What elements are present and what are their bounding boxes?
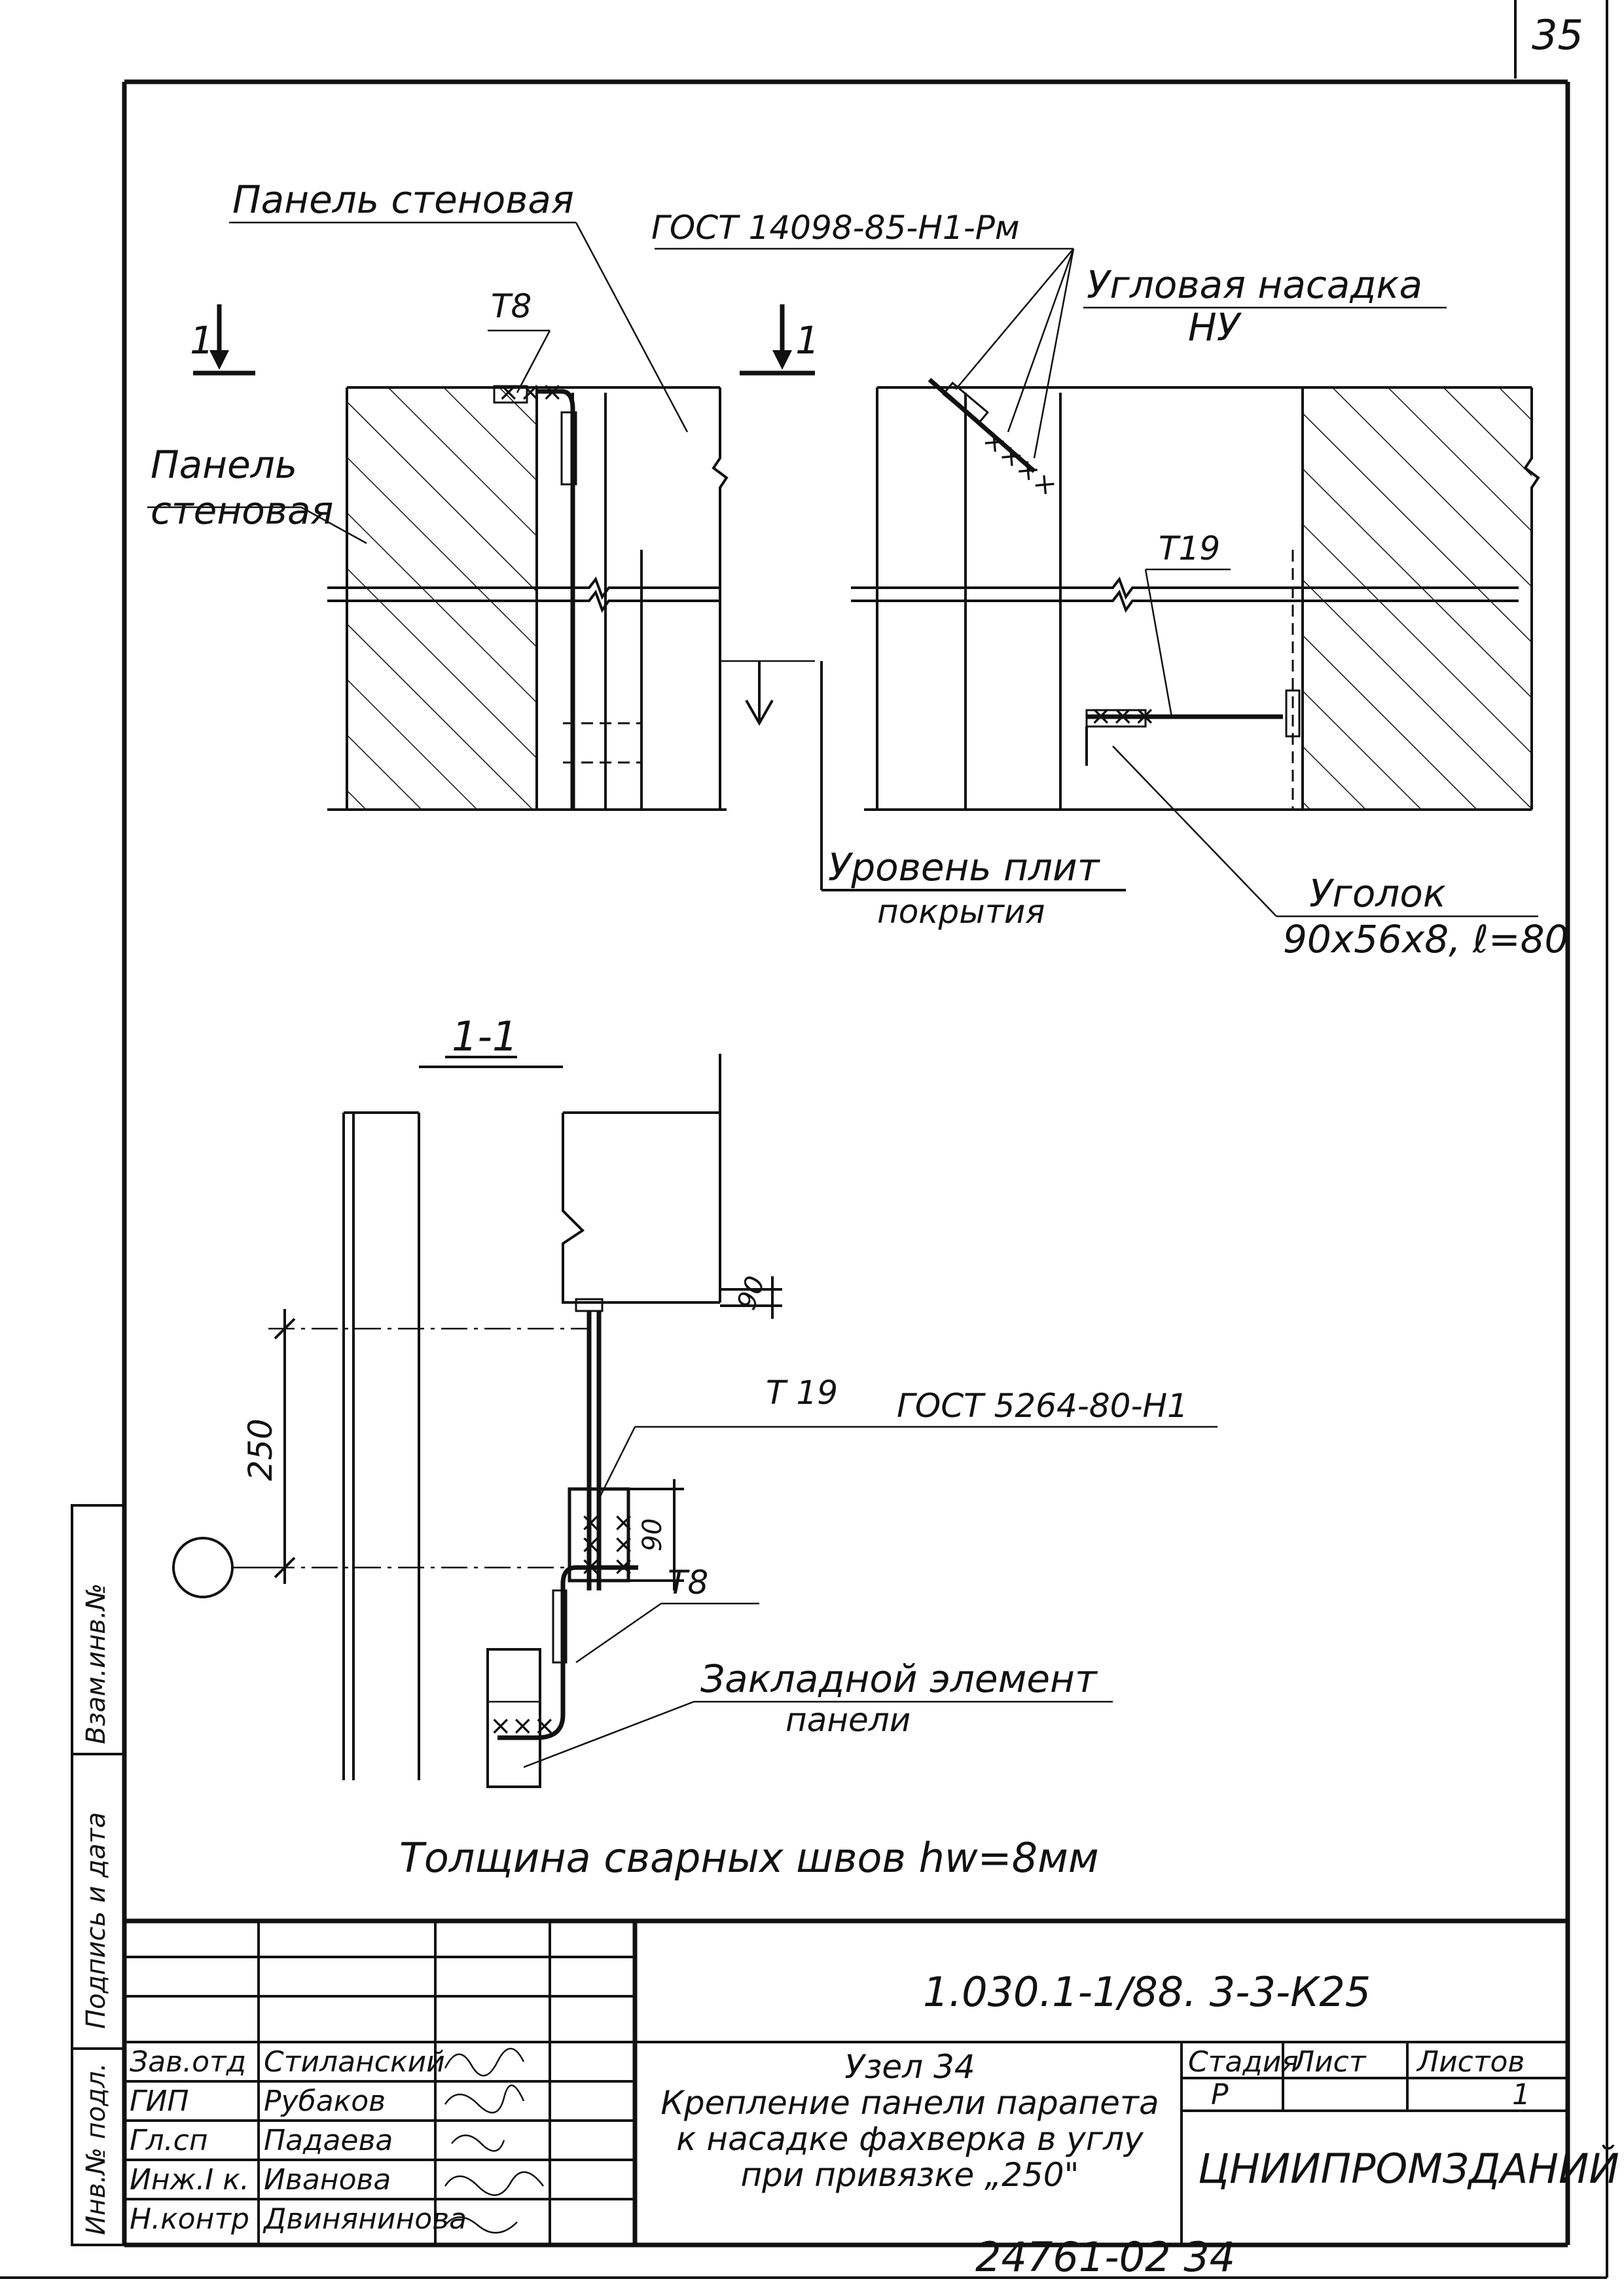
organization-name: ЦНИИПРОМЗДАНИЙ xyxy=(1198,2144,1619,2193)
staff-name: Стиланский xyxy=(264,2045,445,2079)
footer-code: 24761-02 34 xyxy=(975,2233,1235,2281)
label-embedded-element-2: панели xyxy=(785,1701,911,1739)
label-t19-plan: Т19 xyxy=(1159,529,1220,567)
page-number: 35 xyxy=(1532,11,1583,59)
section-view: ××× ××× ××× xyxy=(172,1054,1218,1788)
staff-name: Двинянинова xyxy=(262,2202,467,2236)
dim-90-mid: 90 xyxy=(638,1518,668,1552)
label-corner-nozzle-code: НУ xyxy=(1188,305,1242,350)
stamp-signature-date: Подпись и дата xyxy=(81,1812,111,2029)
staff-name: Рубаков xyxy=(264,2085,386,2118)
title-line-4: при привязке „250" xyxy=(740,2156,1079,2194)
section-labels: 1-1 Т 19 ГОСТ 5264-80-Н1 250 90 90 Т8 За… xyxy=(242,1013,1188,1739)
sheets-value: 1 xyxy=(1512,2078,1530,2111)
sheet-header: Лист xyxy=(1291,2045,1367,2079)
dim-90-top: 90 xyxy=(731,1272,771,1314)
label-t8-section: Т8 xyxy=(668,1564,708,1602)
weld-thickness-note: Толщина сварных швов hw=8мм xyxy=(399,1834,1099,1882)
label-wall-panel-left-2: стеновая xyxy=(151,488,333,533)
label-wall-panel-top: Панель стеновая xyxy=(232,177,574,222)
label-wall-panel-left: Панель xyxy=(151,442,297,487)
svg-text:×××: ××× xyxy=(490,1711,556,1741)
plan-view: ××× ×××× ××× xyxy=(147,221,1540,918)
svg-text:××××: ×××× xyxy=(977,423,1063,503)
staff-table: Зав.отд Стиланский ГИП Рубаков Гл.сп Пад… xyxy=(130,2045,467,2236)
staff-role: Зав.отд xyxy=(130,2045,246,2079)
label-embedded-element: Закладной элемент xyxy=(700,1657,1098,1701)
stage-header: Стадия xyxy=(1188,2045,1299,2079)
label-t19-section: Т 19 xyxy=(766,1374,838,1412)
stamp-replace-inv: Взам.инв.№ xyxy=(81,1583,111,1744)
svg-text:×××: ××× xyxy=(497,377,564,407)
staff-role: Гл.сп xyxy=(130,2124,208,2157)
side-stamp xyxy=(71,1504,126,2246)
label-angle-size: 90x56x8, ℓ=80 xyxy=(1283,917,1568,961)
section-mark-right: 1 xyxy=(795,318,820,363)
title-block-grid xyxy=(124,1918,1568,2245)
document-code: 1.030.1-1/88. 3-3-К25 xyxy=(923,1968,1371,2016)
staff-name: Падаева xyxy=(264,2124,393,2157)
label-gost-weld-plan: ГОСТ 14098-85-Н1-Рм xyxy=(651,209,1020,247)
sheets-header: Листов xyxy=(1416,2045,1525,2079)
title-line-1: Узел 34 xyxy=(844,2048,975,2086)
stage-value: Р xyxy=(1211,2078,1229,2111)
title-line-3: к насадке фахверка в углу xyxy=(676,2120,1144,2158)
label-angle: Уголок xyxy=(1309,871,1446,916)
handwritten-signatures xyxy=(444,2047,544,2234)
label-t8-plan: Т8 xyxy=(491,287,532,325)
svg-text:×××: ××× xyxy=(1090,701,1156,731)
staff-role: ГИП xyxy=(130,2085,189,2118)
dim-250: 250 xyxy=(242,1418,280,1480)
stamp-inv-orig: Инв.№ подл. xyxy=(81,2063,111,2235)
section-title: 1-1 xyxy=(452,1013,518,1060)
staff-role: Инж.I к. xyxy=(130,2163,249,2197)
label-slab-level-2: покрытия xyxy=(877,893,1045,931)
section-mark-left: 1 xyxy=(190,318,214,363)
label-slab-level: Уровень плит xyxy=(828,845,1101,889)
staff-role: Н.контр xyxy=(130,2202,249,2236)
label-gost-weld-section: ГОСТ 5264-80-Н1 xyxy=(897,1387,1188,1425)
title-line-2: Крепление панели парапета xyxy=(660,2084,1159,2122)
staff-name: Иванова xyxy=(264,2163,391,2197)
label-corner-nozzle: Угловая насадка xyxy=(1087,262,1422,307)
plan-labels: Панель стеновая Т8 ГОСТ 14098-85-Н1-Рм У… xyxy=(151,177,1568,961)
